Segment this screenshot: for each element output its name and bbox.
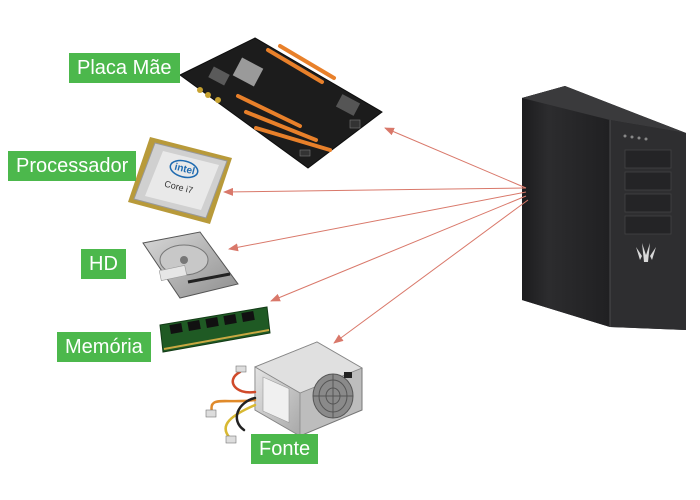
arrow-to-hd — [228, 191, 527, 252]
label-fonte: Fonte — [251, 434, 319, 464]
label-memoria: Memória — [57, 332, 151, 362]
arrow-to-memoria — [270, 195, 527, 302]
arrow-to-placa-mae — [384, 127, 527, 189]
pc-tower — [522, 86, 686, 330]
arrow-to-processador — [223, 187, 527, 196]
label-hd: HD — [81, 249, 126, 279]
cpu-brand-text: intel — [173, 162, 196, 178]
motherboard-image — [179, 37, 383, 169]
power-supply-image — [205, 341, 363, 444]
processor-image: intel Core i7 — [128, 137, 232, 224]
connector-arrows — [223, 127, 529, 344]
tower-logo-icon — [636, 243, 656, 262]
psu-fan-icon — [312, 373, 354, 419]
intel-logo — [169, 159, 199, 179]
label-processador: Processador — [8, 151, 137, 181]
arrow-to-fonte — [333, 199, 529, 344]
hard-disk-image — [142, 231, 239, 299]
memory-module-image — [159, 306, 271, 353]
label-placa-mae: Placa Mãe — [69, 53, 180, 83]
